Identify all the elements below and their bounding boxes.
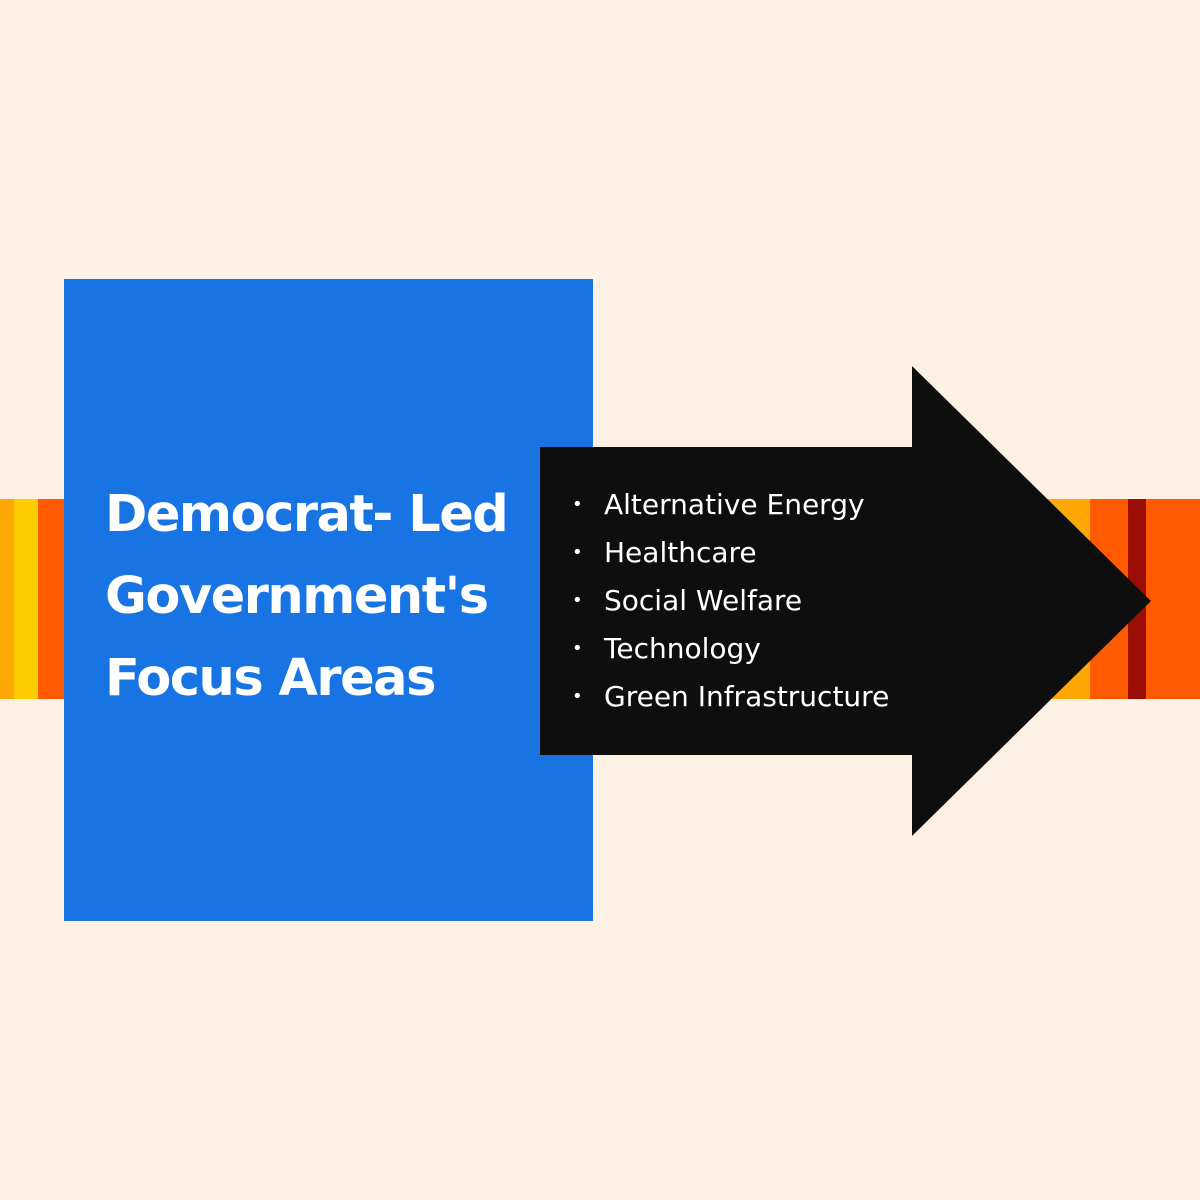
title-box	[64, 279, 593, 921]
title-line-3: Focus Areas	[105, 649, 436, 708]
left-stripe-gold	[0, 499, 14, 699]
list-item: • Healthcare	[572, 528, 889, 576]
list-item: • Social Welfare	[572, 576, 889, 624]
list-item: • Green Infrastructure	[572, 672, 889, 720]
focus-area-label: Social Welfare	[604, 583, 803, 617]
arrow-polygon	[540, 366, 1151, 836]
focus-area-label: Green Infrastructure	[604, 679, 890, 713]
focus-areas-list: • Alternative Energy • Healthcare • Soci…	[572, 480, 889, 720]
list-item: • Alternative Energy	[572, 480, 889, 528]
list-item: • Technology	[572, 624, 889, 672]
left-stripe-orange	[38, 499, 68, 699]
focus-area-label: Technology	[604, 631, 761, 665]
bullet-icon: •	[572, 589, 583, 611]
focus-area-label: Healthcare	[604, 535, 757, 569]
arrow-shape	[540, 366, 1151, 836]
right-stripe-orange-2	[1146, 499, 1200, 699]
left-stripe-yellow	[14, 499, 38, 699]
bullet-icon: •	[572, 493, 583, 515]
bullet-icon: •	[572, 541, 583, 563]
title-line-2: Government's	[105, 567, 489, 626]
bullet-icon: •	[572, 685, 583, 707]
title-line-1: Democrat- Led	[105, 485, 509, 544]
bullet-icon: •	[572, 637, 583, 659]
focus-area-label: Alternative Energy	[604, 487, 865, 521]
